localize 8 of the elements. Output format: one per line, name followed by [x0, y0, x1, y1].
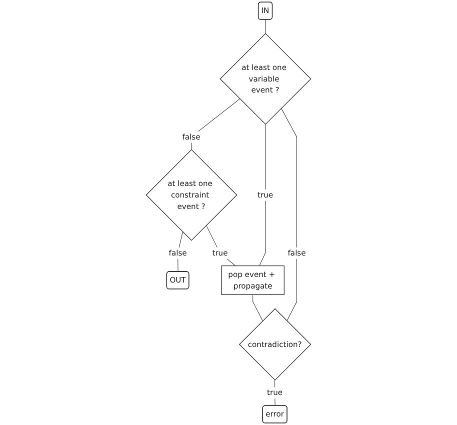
connector [280, 108, 298, 322]
connector [206, 225, 236, 266]
connector [178, 232, 183, 272]
connector [274, 380, 276, 406]
connector [265, 19, 266, 34]
connector [259, 124, 266, 266]
connector [252, 294, 263, 322]
connector [190, 98, 240, 150]
